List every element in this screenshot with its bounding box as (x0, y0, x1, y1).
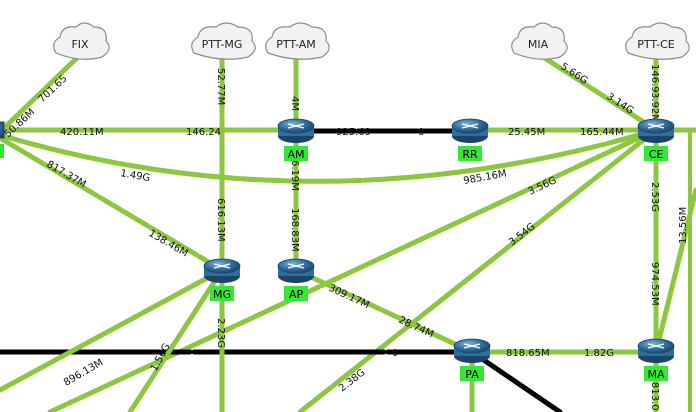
cloud-label: FIX (71, 38, 89, 51)
edge-label-right-vert: 13.56M (678, 207, 689, 244)
router-mg[interactable]: MG (203, 258, 241, 301)
router-label: MG (213, 288, 231, 301)
edge-label-bottom-left: 896.13M (62, 357, 105, 388)
router-rr[interactable]: RR (451, 118, 489, 161)
link-pa-down-black[interactable] (469, 349, 563, 412)
cloud-icon (191, 22, 256, 60)
router-label: MA (647, 368, 664, 381)
edge-label-left-ce-1: 1.49G (119, 168, 150, 184)
edge-label-black-mid: 0 (392, 348, 398, 359)
edge-label-pa-ma: 818.65M (506, 348, 550, 359)
router-label: RR (462, 148, 478, 161)
cloud-ptt-mg[interactable]: PTT-MG (191, 22, 256, 60)
edge-label-rr-ce-b: 165.44M (580, 127, 624, 138)
edge-label-pttmg-mg-b: 616.13M (215, 198, 226, 242)
router-icon (277, 118, 315, 143)
edge-label-mg-down: 2.23G (215, 318, 226, 348)
link-ce-long1[interactable] (47, 127, 659, 412)
router-label: CE (649, 148, 664, 161)
edge-label-pttam-am: 4M (289, 96, 300, 111)
edge-label-pa-ma-b: 1.82G (584, 348, 614, 359)
cloud-icon (511, 22, 568, 60)
link-mg-downleft[interactable] (127, 267, 225, 412)
link-left-ce-curve[interactable] (0, 127, 659, 184)
router-icon (203, 258, 241, 283)
router-icon (277, 258, 315, 283)
edge-label-left-mg-1: 817.37M (45, 159, 88, 190)
router-label-bg (644, 366, 668, 381)
router-label: PA (465, 368, 479, 381)
edge-label-ce-ma-b: 974.53M (649, 262, 660, 306)
cloud-label: MIA (528, 38, 549, 51)
router-pa[interactable]: PA (453, 338, 491, 381)
edge-label-ce-ma: 2.53G (649, 182, 660, 212)
router-left-partial[interactable] (0, 121, 5, 158)
router-label: AP (289, 288, 304, 301)
link-mg-farleft[interactable] (0, 267, 225, 393)
router-icon (637, 338, 675, 363)
edge-label-left-mg-2: 138.46M (147, 228, 190, 259)
router-ce[interactable]: CE (637, 118, 675, 161)
router-label-bg (644, 146, 668, 161)
links-layer (0, 52, 696, 412)
router-label-bg (284, 286, 308, 301)
cloud-fix[interactable]: FIX (53, 22, 110, 60)
router-ap[interactable]: AP (277, 258, 315, 301)
router-label-bg (0, 144, 4, 158)
edge-label-pttce-ce: 146.9 (649, 64, 660, 93)
router-am[interactable]: AM (277, 118, 315, 161)
edge-label-am-ap: 6.19M (289, 160, 300, 191)
router-label-bg (460, 366, 484, 381)
edge-label-pttmg-mg: 52.77M (215, 68, 226, 105)
cloud-icon (265, 22, 330, 60)
edge-label-ce-long1: 3.56G (527, 175, 559, 198)
link-mia-ce[interactable] (537, 52, 659, 133)
router-icon (453, 338, 491, 363)
router-label-bg (284, 146, 308, 161)
edge-label-am-rr-b: 0 (418, 127, 424, 138)
cloud-label: PTT-MG (202, 38, 243, 51)
edge-label-left-am: 420.11M (60, 127, 104, 138)
link-left-mg[interactable] (0, 135, 225, 273)
cloud-ptt-am[interactable]: PTT-AM (265, 22, 330, 60)
link-ce-long2[interactable] (297, 127, 659, 412)
cloud-ptt-ce[interactable]: PTT-CE (625, 22, 690, 60)
router-label: AM (287, 148, 304, 161)
router-icon (0, 121, 5, 139)
cloud-label: PTT-AM (276, 38, 316, 51)
router-ma[interactable]: MA (637, 338, 675, 381)
edge-label-pttce-ce-b: 3.92M (649, 92, 660, 123)
router-icon (637, 118, 675, 143)
edge-label-mia-ce: 5.66G (558, 61, 589, 87)
edge-label-ma-down: 813.0 (649, 382, 660, 411)
cloud-label: PTT-CE (637, 38, 675, 51)
edge-label-am-rr: 925.69 (336, 127, 371, 138)
edge-label-rr-ce: 25.45M (508, 127, 545, 138)
link-ap-pa[interactable] (293, 267, 475, 355)
router-icon (451, 118, 489, 143)
edge-labels: 50.86M 701.65 420.11M 146.24 925.69 0 25… (3, 61, 689, 410)
edge-label-ap-pa: 309.17M (327, 283, 371, 311)
router-label-bg (210, 286, 234, 301)
router-label-bg (458, 146, 482, 161)
cloud-icon (625, 22, 690, 60)
edge-label-ce-long2: 3.54G (507, 221, 537, 248)
cloud-mia[interactable]: MIA (511, 22, 568, 60)
link-left-fix[interactable] (1, 52, 83, 131)
edge-label-am-ap-b: 168.83M (289, 208, 300, 252)
edge-label-mia-ce-b: 3.14G (604, 91, 635, 117)
cloud-icon (53, 22, 110, 60)
edge-label-left-am-b: 146.24 (186, 127, 221, 138)
